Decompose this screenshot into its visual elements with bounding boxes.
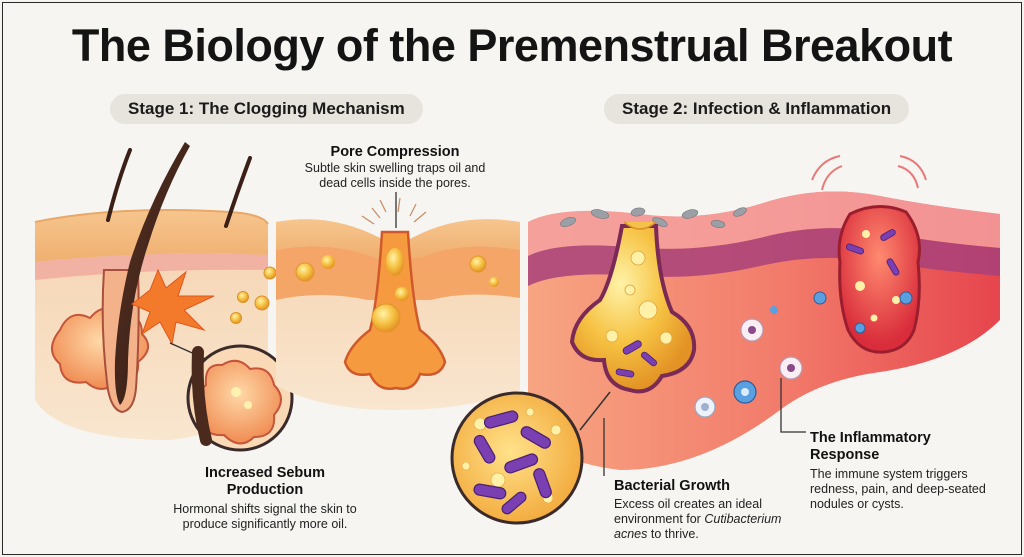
stage2-label: Stage 2: Infection & Inflammation (604, 94, 910, 124)
bacterial-caption: Bacterial Growth Excess oil creates an i… (614, 478, 789, 542)
inflammatory-text: The immune system triggers redness, pain… (810, 467, 986, 511)
inflammatory-heading-line1: The Inflammatory (810, 430, 931, 446)
dead-skin-flakes (560, 207, 747, 228)
pore-compression-text: Subtle skin swelling traps oil and dead … (304, 161, 486, 190)
pointer-lines (603, 378, 806, 476)
inflamed-nodule-icon (811, 155, 927, 354)
immune-cells (694, 306, 803, 418)
sebum-heading-line2: Production (226, 482, 304, 498)
sebum-magnifier (169, 342, 294, 452)
page-title: The Biology of the Premenstrual Breakout (71, 20, 953, 71)
sebum-droplets (230, 266, 277, 324)
pore-compression-heading: Pore Compression (330, 144, 460, 160)
inflammatory-caption: The Inflammatory Response The immune sys… (810, 430, 995, 512)
clogged-follicle-icon (569, 221, 697, 394)
hair-follicle-icon (101, 142, 252, 414)
bacterial-heading: Bacterial Growth (614, 478, 731, 494)
bacteria-magnifier (450, 391, 611, 525)
bacterial-text-end: to thrive. (650, 527, 699, 541)
sebum-caption: Increased Sebum Production Hormonal shif… (160, 465, 370, 532)
stage1-label: Stage 1: The Clogging Mechanism (110, 94, 423, 124)
sebum-heading-line1: Increased Sebum (204, 465, 326, 481)
bacterial-species: Cutibacterium acnes (614, 512, 782, 541)
inflammatory-heading-line2: Response (810, 447, 880, 463)
pore-compression-caption: Pore Compression Subtle skin swelling tr… (300, 144, 490, 191)
sebum-text: Hormonal shifts signal the skin to produ… (173, 502, 357, 531)
starburst-icon (131, 268, 215, 346)
bacterial-text: Excess oil creates an ideal environment … (614, 497, 762, 526)
pore-compression-block (276, 192, 520, 410)
